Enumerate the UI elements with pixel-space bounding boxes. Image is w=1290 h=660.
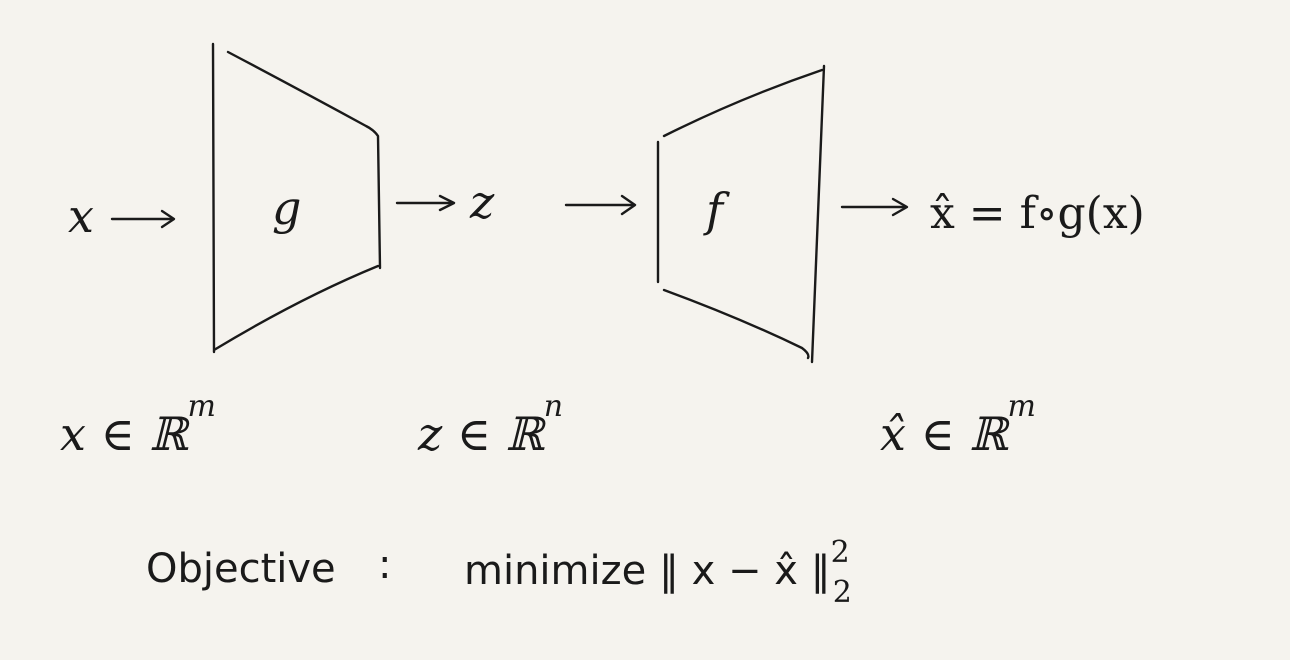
input-var-label: x xyxy=(68,189,94,243)
arrow-decoder-to-output xyxy=(840,197,909,217)
decoder-trapezoid xyxy=(656,64,826,364)
output-expression: x̂ = f∘g(x) xyxy=(930,188,1145,239)
output-space-label: x̂ ∈ ℝm xyxy=(880,389,1036,461)
latent-space-label: z ∈ ℝn xyxy=(417,389,563,461)
arrow-encoder-to-latent xyxy=(395,194,456,212)
arrow-latent-to-decoder xyxy=(564,194,637,216)
encoder-trapezoid xyxy=(211,42,382,354)
latent-var-label: z xyxy=(469,175,495,229)
decoder-label: f xyxy=(703,183,730,237)
arrow-input-to-encoder xyxy=(110,209,176,229)
objective-colon: : xyxy=(378,542,391,588)
encoder-label: g xyxy=(272,181,301,235)
objective-label: Objective xyxy=(146,546,336,592)
input-space-label: x ∈ ℝm xyxy=(60,389,216,461)
